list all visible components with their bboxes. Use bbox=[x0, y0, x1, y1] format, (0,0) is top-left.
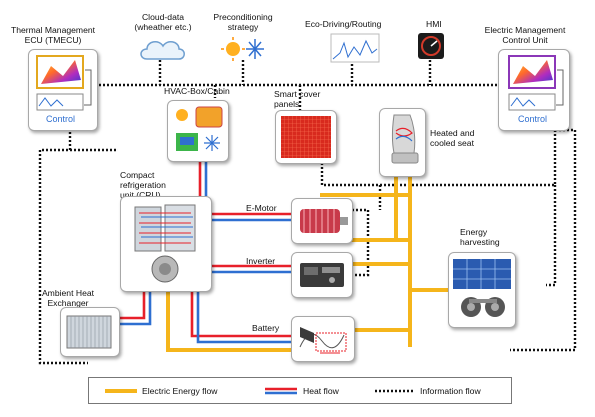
hvac-cabin-icon bbox=[176, 106, 223, 151]
cru-label-line3: unit (CRU) bbox=[120, 190, 161, 200]
motor-icon bbox=[300, 209, 348, 233]
tmecu-card: Control bbox=[28, 49, 98, 131]
precond-label-line1: Preconditioning bbox=[213, 12, 273, 22]
emcu-label-line2: Control Unit bbox=[502, 35, 548, 45]
legend-electric-label: Electric Energy flow bbox=[142, 386, 218, 396]
route-graph-icon bbox=[330, 33, 380, 63]
emcu-label-line1: Electric Management bbox=[484, 25, 566, 35]
hmi-label: HMI bbox=[426, 19, 442, 29]
cru-label-line2: refrigeration bbox=[120, 180, 166, 190]
energy-label: Energy harvesting bbox=[460, 227, 500, 247]
gauge-icon bbox=[418, 33, 444, 59]
car-seat-icon bbox=[391, 114, 419, 164]
heat-exchanger-icon bbox=[66, 315, 112, 349]
ambient-label: Ambient Heat Exchanger bbox=[30, 288, 106, 308]
seat-card bbox=[379, 108, 426, 177]
ambient-label-line1: Ambient Heat bbox=[41, 288, 95, 298]
energy-card bbox=[448, 252, 516, 328]
smart-panel-card bbox=[275, 110, 337, 164]
solar-panel-icon bbox=[453, 259, 511, 317]
sun-snowflake-icon bbox=[221, 37, 264, 61]
energy-label-line1: Energy bbox=[460, 227, 488, 237]
battery-icon bbox=[299, 327, 347, 354]
tmecu-label-line2: ECU (TMECU) bbox=[24, 35, 82, 45]
electric-flow-lines bbox=[166, 173, 450, 352]
legend: Electric Energy flow Heat flow Informati… bbox=[88, 377, 512, 404]
cloud-label-line1: Cloud-data bbox=[141, 12, 185, 22]
smart-label-line2: panels bbox=[274, 99, 300, 109]
cloud-icon bbox=[140, 41, 185, 60]
cloud-label: Cloud-data (wheather etc.) bbox=[118, 12, 208, 32]
cru-card bbox=[120, 196, 212, 292]
eco-label: Eco-Driving/Routing bbox=[305, 19, 382, 29]
ambient-card bbox=[60, 307, 120, 357]
emcu-label: Electric Management Control Unit bbox=[472, 25, 578, 45]
cru-label-line1: Compact bbox=[120, 170, 155, 180]
inverter-card bbox=[291, 252, 353, 298]
battery-card bbox=[291, 316, 355, 362]
cloud-label-line2: (wheather etc.) bbox=[134, 22, 192, 32]
emcu-card: Control bbox=[498, 49, 570, 131]
tmecu-label: Thermal Management ECU (TMECU) bbox=[8, 25, 98, 45]
precond-label-line2: strategy bbox=[227, 22, 259, 32]
ambient-label-line2: Exchanger bbox=[47, 298, 89, 308]
emcu-control-label: Control bbox=[518, 114, 548, 124]
legend-swatches bbox=[105, 387, 415, 395]
hvac-card bbox=[167, 100, 229, 162]
precond-label: Preconditioning strategy bbox=[205, 12, 281, 32]
legend-info-label: Information flow bbox=[420, 386, 481, 396]
legend-heat-label: Heat flow bbox=[303, 386, 339, 396]
emotor-card bbox=[291, 198, 353, 244]
seat-label-line2: cooled seat bbox=[430, 138, 474, 148]
refrigeration-unit-icon bbox=[134, 204, 196, 283]
tmecu-control-label: Control bbox=[46, 114, 76, 124]
cru-label: Compact refrigeration unit (CRU) bbox=[120, 170, 166, 200]
inverter-icon bbox=[300, 263, 344, 287]
heating-panel-icon bbox=[281, 116, 331, 158]
tmecu-label-line1: Thermal Management bbox=[10, 25, 96, 35]
chip-heatmap-icon bbox=[508, 55, 564, 111]
inverter-label: Inverter bbox=[246, 256, 276, 266]
smart-label-line1: Smart cover bbox=[274, 89, 321, 99]
chip-heatmap-icon bbox=[36, 55, 92, 111]
energy-label-line2: harvesting bbox=[460, 237, 500, 247]
seat-label: Heated and cooled seat bbox=[430, 128, 474, 148]
hvac-label: HVAC-Box/Cabin bbox=[164, 86, 230, 96]
heat-flow-lines bbox=[118, 160, 292, 344]
seat-label-line1: Heated and bbox=[430, 128, 475, 138]
emotor-label: E-Motor bbox=[246, 203, 277, 213]
smart-label: Smart cover panels bbox=[274, 89, 320, 109]
battery-label: Battery bbox=[252, 323, 280, 333]
